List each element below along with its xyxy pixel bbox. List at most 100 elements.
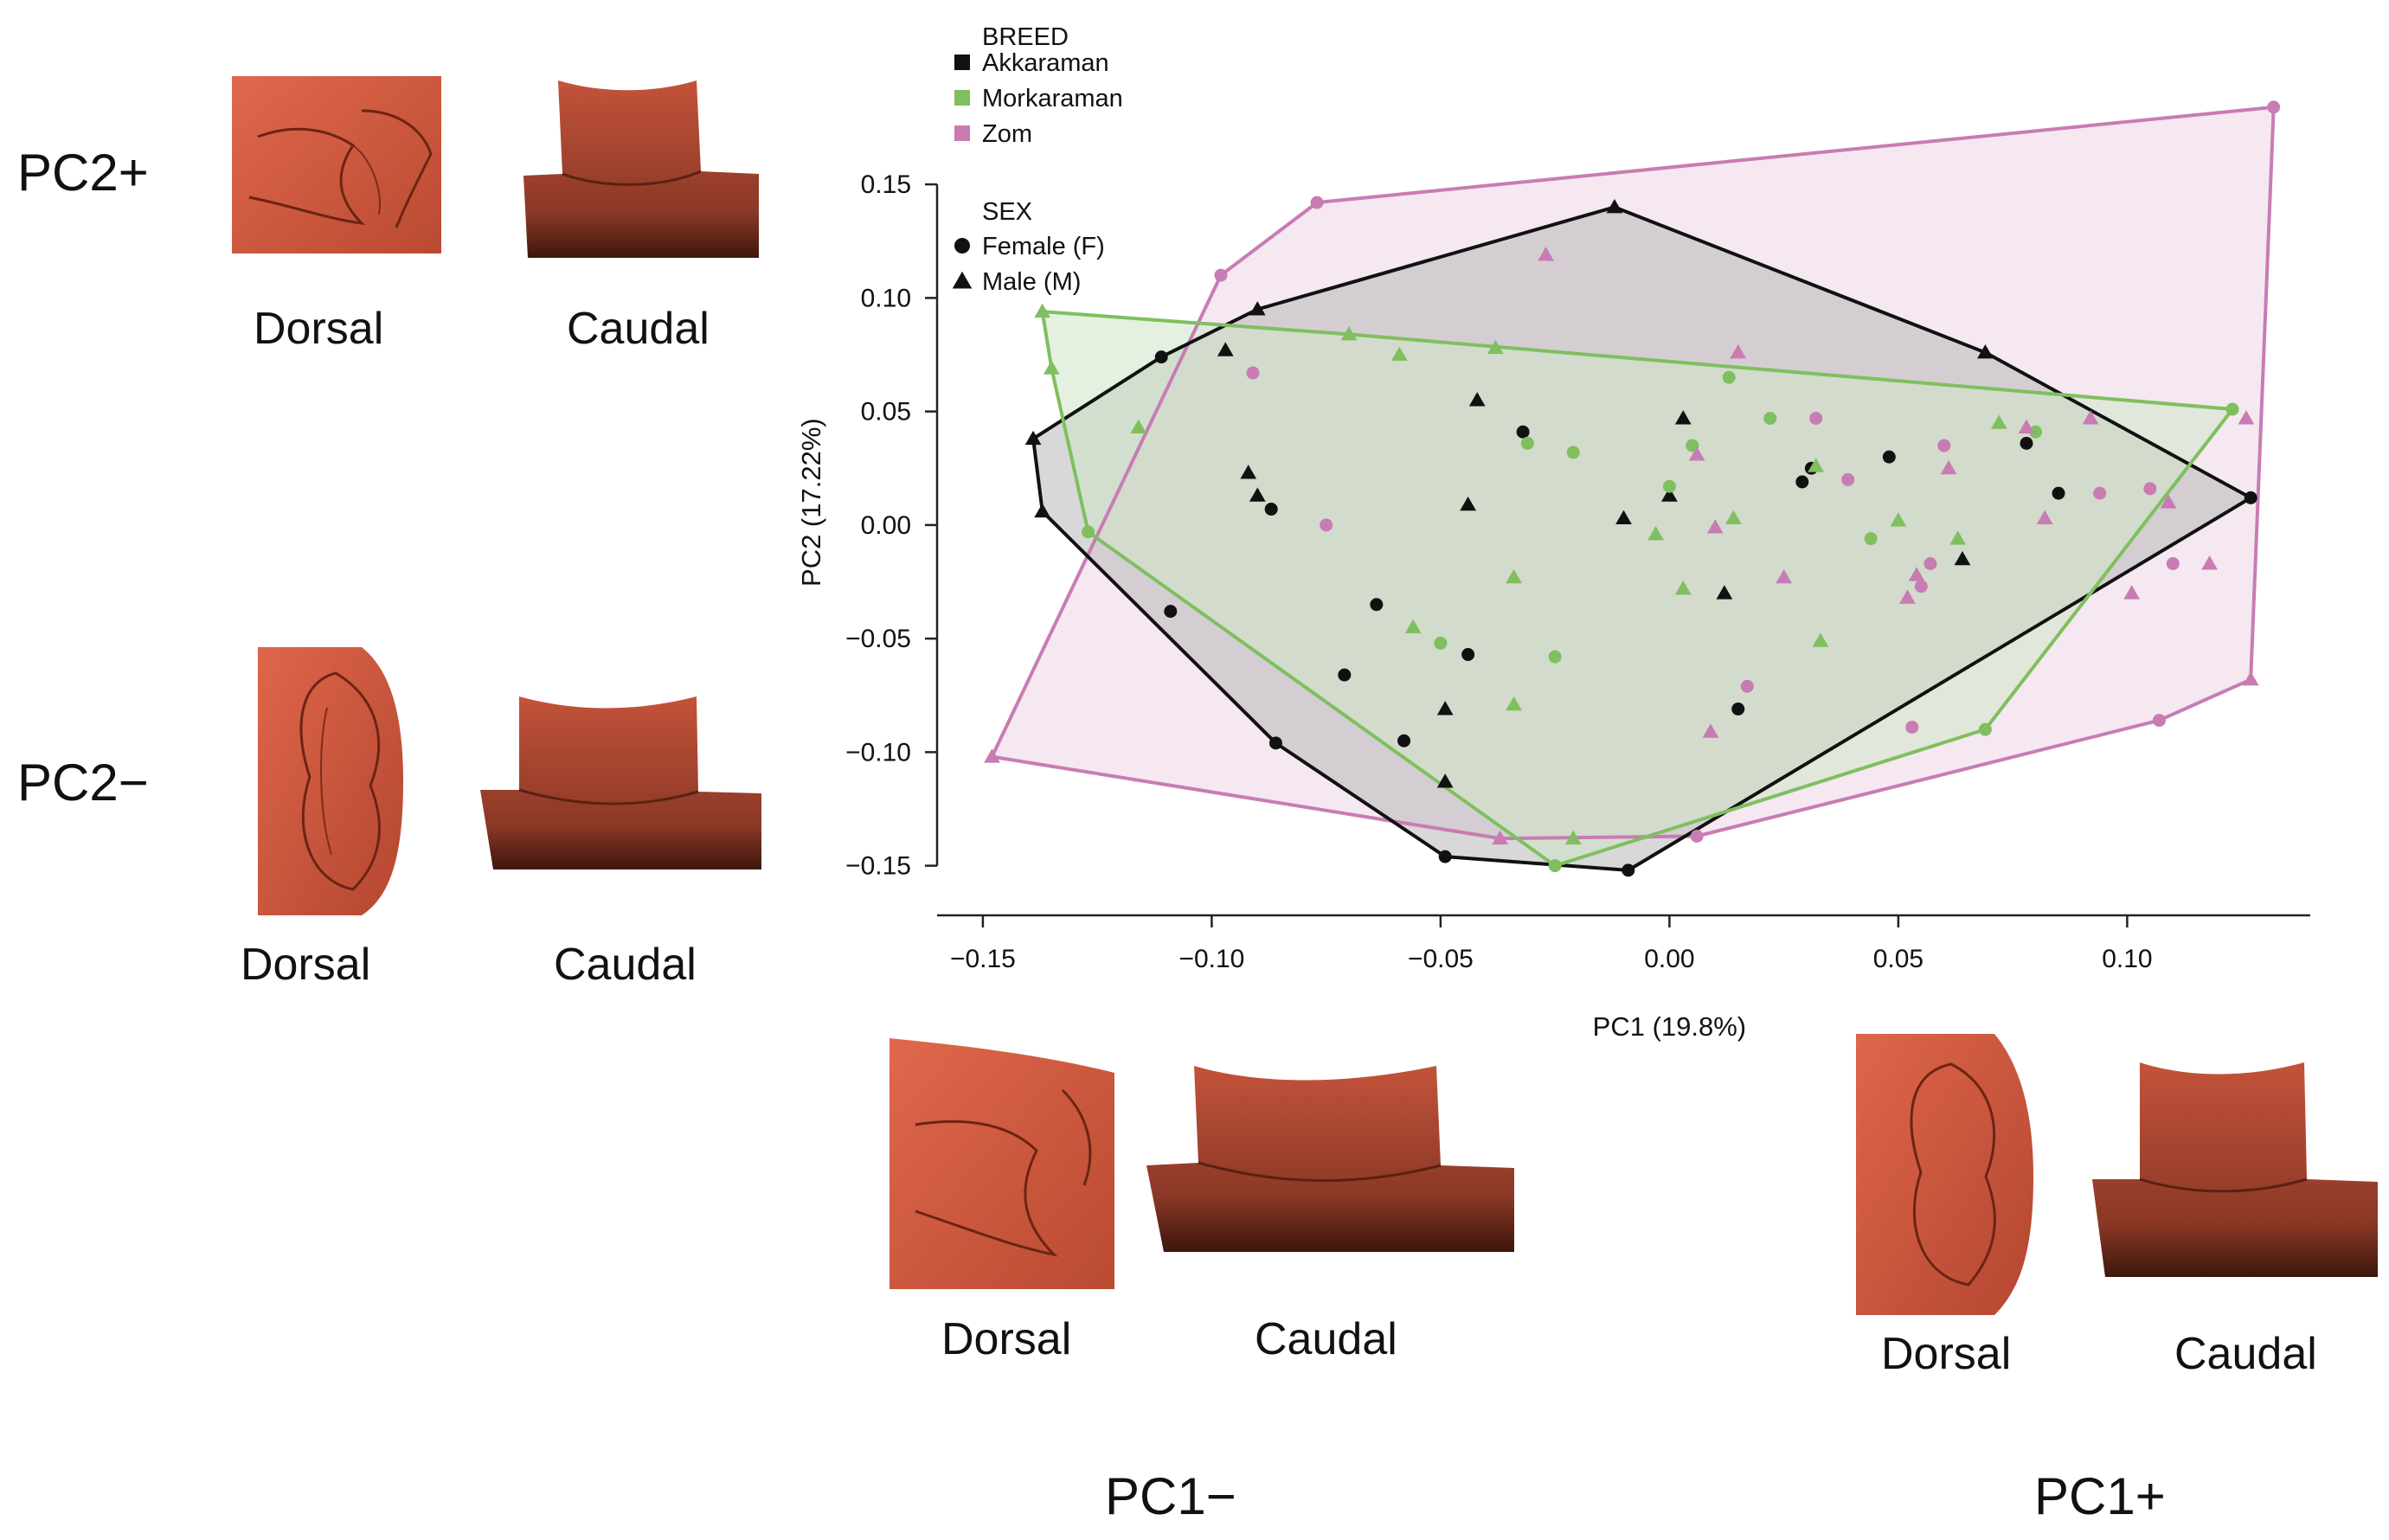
point-akkaraman-male	[1436, 773, 1454, 788]
point-zom-female	[1246, 366, 1260, 380]
point-akkaraman-female	[1516, 425, 1530, 439]
pc1-plus-label: PC1+	[2034, 1467, 2166, 1525]
y-tick-label: 0.15	[861, 170, 911, 199]
point-akkaraman-female	[1622, 863, 1635, 877]
point-morkaraman-male	[1674, 581, 1692, 595]
point-akkaraman-female	[1268, 736, 1282, 750]
point-akkaraman-male	[1615, 510, 1632, 525]
point-zom-female	[1937, 439, 1951, 452]
point-akkaraman-female	[1164, 605, 1178, 619]
point-zom-male	[2160, 494, 2177, 509]
point-morkaraman-male	[1034, 303, 1051, 318]
point-zom-male	[2238, 410, 2255, 425]
legend-label-morkaraman: Morkaraman	[982, 85, 1123, 112]
legend-sex-title: SEX	[982, 198, 1032, 226]
y-tick-label: 0.00	[861, 511, 911, 540]
pc1-plus-dorsal-caption: Dorsal	[1881, 1329, 2012, 1379]
point-akkaraman-male	[1954, 550, 1971, 566]
point-akkaraman-male	[1468, 392, 1486, 407]
point-morkaraman-female	[1763, 412, 1777, 425]
point-zom-female	[1214, 268, 1228, 282]
point-zom-female	[2093, 486, 2107, 500]
point-morkaraman-male	[1043, 360, 1060, 375]
legend-swatch-akkaraman	[954, 55, 970, 70]
pc2-plus-dorsal-shape	[232, 76, 441, 253]
legend-marker-triangle	[952, 271, 973, 289]
point-akkaraman-male	[1240, 465, 1257, 479]
point-zom-male	[2242, 671, 2259, 686]
point-akkaraman-female	[1397, 734, 1411, 748]
y-axis-label: PC2 (17.22%)	[796, 418, 826, 587]
point-akkaraman-male	[1024, 430, 1042, 446]
convex-hulls	[990, 105, 2276, 872]
point-morkaraman-male	[1487, 339, 1504, 355]
point-morkaraman-male	[1808, 458, 1825, 472]
point-zom-female	[1914, 580, 1928, 594]
point-zom-male	[1908, 567, 1925, 581]
legend-breed-title: BREED	[982, 23, 1069, 51]
x-tick-label: −0.15	[950, 945, 1016, 973]
point-akkaraman-male	[1661, 487, 1678, 502]
legend-label-akkaraman: Akkaraman	[982, 49, 1109, 77]
point-zom-male	[2201, 555, 2218, 570]
y-tick-label: 0.10	[861, 284, 911, 312]
point-zom-male	[2018, 419, 2035, 434]
point-zom-female	[1740, 679, 1754, 693]
point-akkaraman-male	[1716, 585, 1733, 600]
point-morkaraman-male	[1725, 510, 1742, 525]
point-morkaraman-male	[1506, 568, 1522, 584]
y-tick-label: 0.05	[861, 398, 911, 427]
point-morkaraman-male	[1564, 830, 1582, 845]
point-zom-male	[1702, 723, 1719, 738]
point-morkaraman-male	[1812, 632, 1829, 647]
point-zom-male	[1706, 519, 1724, 534]
point-morkaraman-male	[1890, 512, 1907, 527]
point-morkaraman-female	[1520, 436, 1534, 450]
x-tick-label: −0.10	[1178, 945, 1244, 973]
point-morkaraman-female	[1434, 636, 1448, 650]
pc2-minus-caudal-caption: Caudal	[554, 940, 697, 990]
point-akkaraman-female	[2244, 491, 2257, 504]
point-morkaraman-male	[1390, 346, 1408, 362]
y-tick-label: −0.05	[845, 625, 911, 653]
pc1-minus-caudal-shape	[1146, 1066, 1514, 1252]
point-zom-female	[1310, 196, 1324, 209]
point-akkaraman-female	[1795, 475, 1809, 489]
pc2-plus-label: PC2+	[17, 144, 149, 202]
point-zom-male	[1940, 459, 1957, 475]
point-akkaraman-female	[2020, 436, 2033, 450]
point-morkaraman-female	[1566, 446, 1580, 459]
x-axis-label: PC1 (19.8%)	[1593, 1011, 1746, 1042]
point-morkaraman-male	[1506, 696, 1522, 711]
pc1-plus-dorsal-shape	[1856, 1034, 2033, 1315]
pc2-plus-dorsal-caption: Dorsal	[254, 304, 384, 354]
point-akkaraman-male	[1034, 503, 1051, 518]
point-zom-male	[984, 748, 1000, 763]
point-morkaraman-female	[1722, 370, 1736, 384]
point-zom-male	[1688, 446, 1705, 461]
point-akkaraman-female	[1461, 648, 1475, 661]
pc1-minus-dorsal-shape	[889, 1038, 1114, 1289]
pc2-minus-dorsal-caption: Dorsal	[241, 940, 371, 990]
point-akkaraman-female	[1731, 703, 1745, 715]
point-zom-female	[2143, 482, 2157, 496]
data-points	[984, 100, 2281, 877]
point-morkaraman-female	[2029, 425, 2043, 439]
pc2-plus-caudal-caption: Caudal	[567, 304, 710, 354]
point-zom-male	[1776, 568, 1793, 584]
x-tick-label: 0.10	[2102, 945, 2152, 973]
point-zom-female	[1690, 830, 1704, 843]
pc1-plus-caudal-shape	[2092, 1062, 2378, 1277]
point-akkaraman-male	[1460, 496, 1477, 511]
point-akkaraman-male	[1674, 410, 1692, 425]
point-morkaraman-female	[1686, 439, 1699, 452]
point-zom-male	[2123, 585, 2141, 600]
point-morkaraman-male	[1130, 419, 1147, 434]
point-morkaraman-female	[1548, 859, 1562, 873]
point-zom-male	[1492, 830, 1509, 845]
point-zom-female	[2267, 100, 2281, 114]
legend-swatch-morkaraman	[954, 90, 970, 106]
point-morkaraman-female	[1864, 532, 1878, 546]
pc1-minus-label: PC1−	[1105, 1467, 1236, 1525]
